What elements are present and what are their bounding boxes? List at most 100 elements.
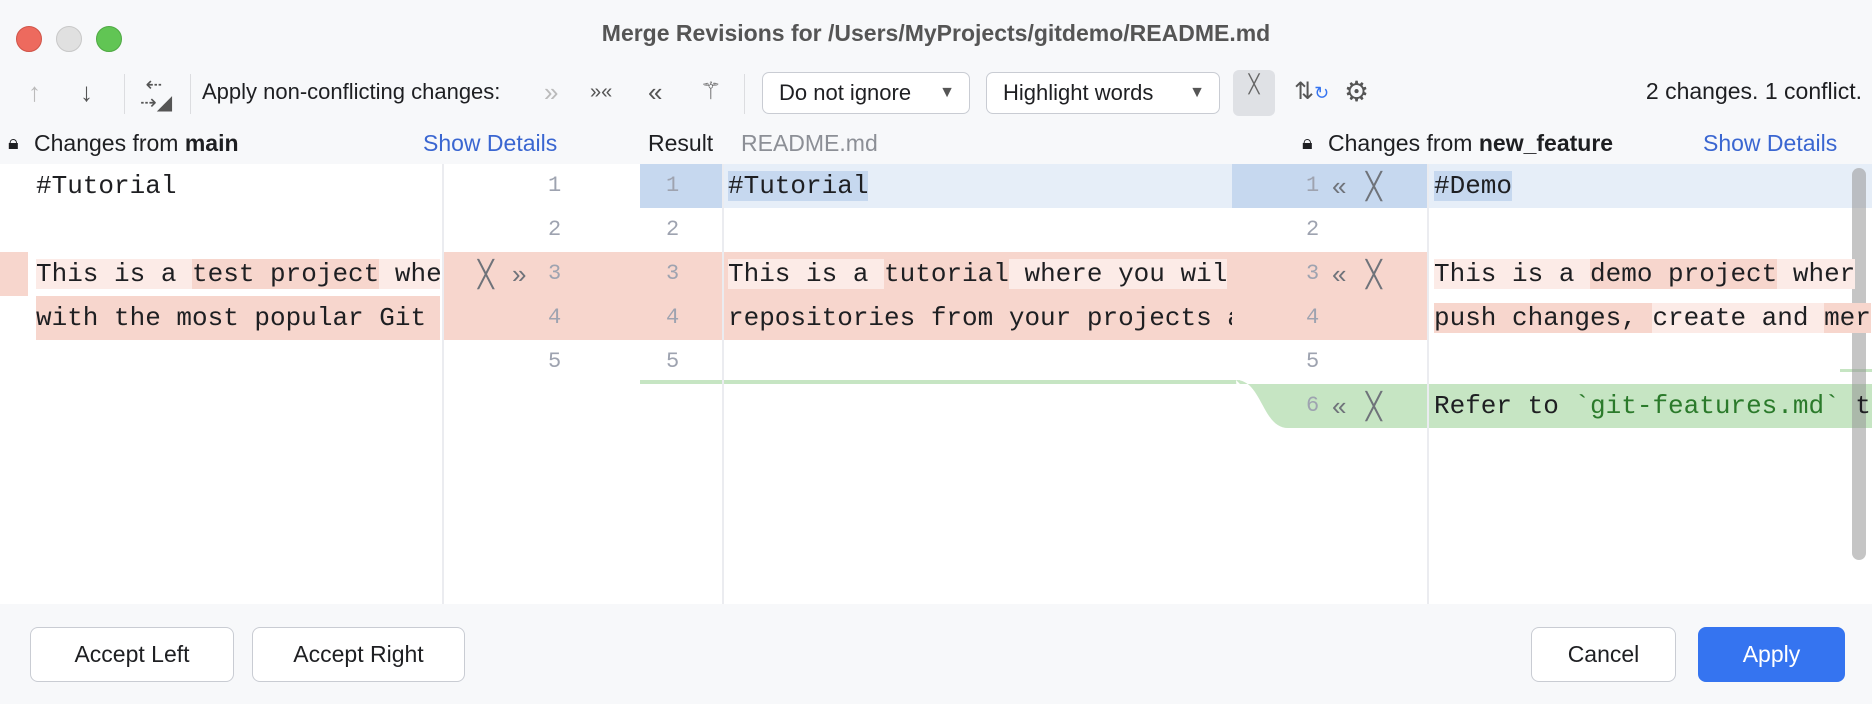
panel-divider (722, 164, 724, 604)
apply-non-conflicting-label: Apply non-conflicting changes: (202, 79, 501, 104)
lock-icon: 🔒︎ (8, 132, 19, 154)
right-line-6: Refer to `git-features.md` t (1434, 384, 1872, 428)
left-show-details-link[interactable]: Show Details (423, 130, 558, 156)
line-number: 5 (548, 349, 562, 374)
highlight-mode-select[interactable]: Highlight words ▼ (986, 72, 1220, 114)
toolbar-divider (190, 74, 191, 114)
ignore-select-value: Do not ignore (779, 80, 912, 105)
changed-word: test project (192, 259, 380, 289)
minimize-window-button[interactable] (56, 26, 82, 52)
line-number: 3 (548, 261, 562, 286)
changed-word: mer (1824, 303, 1871, 333)
changed-word: #Demo (1434, 171, 1513, 201)
accept-right-button[interactable]: Accept Right (252, 627, 465, 682)
magic-wand-icon[interactable]: ⚚ (700, 78, 722, 105)
left-change-marker (0, 252, 28, 296)
collapse-unchanged-icon: ╳ (1248, 74, 1260, 94)
line-number: 3 (1306, 261, 1320, 286)
ignore-left-change-icon[interactable]: ╳ (478, 259, 494, 289)
text-segment: where you wil (1008, 259, 1228, 289)
text-segment: Refer to (1434, 391, 1575, 421)
changed-word: demo project (1590, 259, 1778, 289)
apply-left-icon[interactable]: » (544, 77, 559, 107)
accept-left-button[interactable]: Accept Left (30, 627, 234, 682)
ignore-right-change-icon[interactable]: ╳ (1366, 171, 1382, 201)
sync-scroll-icon[interactable]: ⇅↻ (1294, 78, 1330, 105)
line-number: 3 (666, 261, 680, 286)
line-number: 1 (1306, 173, 1320, 198)
text-segment: whe (379, 259, 440, 289)
panel-divider (442, 164, 444, 604)
chevron-down-icon: ▼ (1189, 84, 1205, 101)
gear-icon[interactable]: ⚙ (1344, 76, 1370, 107)
line-number: 4 (1306, 305, 1320, 330)
line-number: 2 (1306, 217, 1320, 242)
line-number: 2 (548, 217, 562, 242)
zoom-window-button[interactable] (96, 26, 122, 52)
ignore-right-change-icon[interactable]: ╳ (1366, 259, 1382, 289)
right-header: Changes from new_feature (1328, 128, 1613, 158)
left-line-4: with the most popular Git (36, 296, 440, 340)
merge-editor[interactable]: #Tutorial This is a test project whe wit… (0, 164, 1872, 604)
left-header: Changes from main (34, 128, 239, 158)
toolbar-divider (124, 74, 125, 114)
arrow-down-icon[interactable]: ↓ (80, 77, 93, 107)
panel-divider (1427, 164, 1429, 604)
changed-word: #Tutorial (728, 171, 869, 201)
modified-right-gutter (1232, 164, 1428, 208)
apply-right-icon[interactable]: « (648, 77, 663, 107)
result-line-1: #Tutorial (728, 164, 1232, 208)
line-number: 6 (1306, 393, 1320, 418)
apply-right-change-icon[interactable]: « (1332, 391, 1347, 421)
apply-all-icon[interactable]: »« (590, 81, 613, 103)
right-branch: new_feature (1478, 130, 1614, 156)
text-segment: This is a (36, 259, 193, 289)
apply-right-change-icon[interactable]: « (1332, 171, 1347, 201)
line-number: 1 (666, 173, 680, 198)
line-number: 4 (666, 305, 680, 330)
chevron-down-icon: ▼ (939, 84, 955, 101)
swap-sides-icon[interactable]: ⇠⇢◢ (140, 74, 173, 114)
window-title: Merge Revisions for /Users/MyProjects/gi… (601, 20, 1271, 46)
arrow-up-icon[interactable]: ↑ (28, 77, 41, 107)
vertical-scrollbar[interactable] (1852, 168, 1866, 560)
ignore-right-change-icon[interactable]: ╳ (1366, 391, 1382, 421)
toolbar-divider (744, 74, 745, 114)
text-segment: wher (1777, 259, 1856, 289)
line-number: 5 (1306, 349, 1320, 374)
ignore-whitespace-select[interactable]: Do not ignore ▼ (762, 72, 970, 114)
apply-right-change-icon[interactable]: « (1332, 259, 1347, 289)
text-segment: This is a (1434, 259, 1591, 289)
added-connector (640, 369, 1872, 428)
line-number: 5 (666, 349, 680, 374)
changed-word: push changes, (1434, 303, 1653, 333)
right-line-4: push changes, create and mer (1434, 296, 1872, 340)
inline-code: `git-features.md` (1574, 391, 1840, 421)
line-number: 2 (666, 217, 680, 242)
cancel-button[interactable]: Cancel (1531, 627, 1676, 682)
result-label: Result (648, 130, 714, 156)
result-line-3: This is a tutorial where you wil (728, 252, 1232, 296)
text-segment: create and (1652, 303, 1825, 333)
left-branch: main (184, 130, 239, 156)
text-segment: t (1839, 391, 1871, 421)
highlight-select-value: Highlight words (1003, 80, 1154, 105)
left-header-prefix: Changes from (34, 130, 185, 156)
conflict-band-right-gutter (1232, 252, 1428, 340)
close-window-button[interactable] (16, 26, 42, 52)
changes-status: 2 changes. 1 conflict. (1645, 78, 1862, 104)
collapse-unchanged-toggle[interactable]: ╳ (1233, 70, 1275, 116)
line-number: 1 (548, 173, 562, 198)
line-number: 4 (548, 305, 562, 330)
right-header-prefix: Changes from (1328, 130, 1479, 156)
left-line-1: #Tutorial (36, 171, 177, 201)
apply-button[interactable]: Apply (1698, 627, 1845, 682)
right-show-details-link[interactable]: Show Details (1703, 130, 1838, 156)
apply-left-change-icon[interactable]: » (512, 259, 527, 289)
modified-result-gutter (640, 164, 722, 208)
right-line-3: This is a demo project wher (1434, 252, 1872, 296)
right-line-1: #Demo (1434, 164, 1872, 208)
changed-word: tutorial (884, 259, 1009, 289)
result-line-4: repositories from your projects a (728, 296, 1232, 340)
lock-icon: 🔒︎ (1302, 132, 1313, 154)
